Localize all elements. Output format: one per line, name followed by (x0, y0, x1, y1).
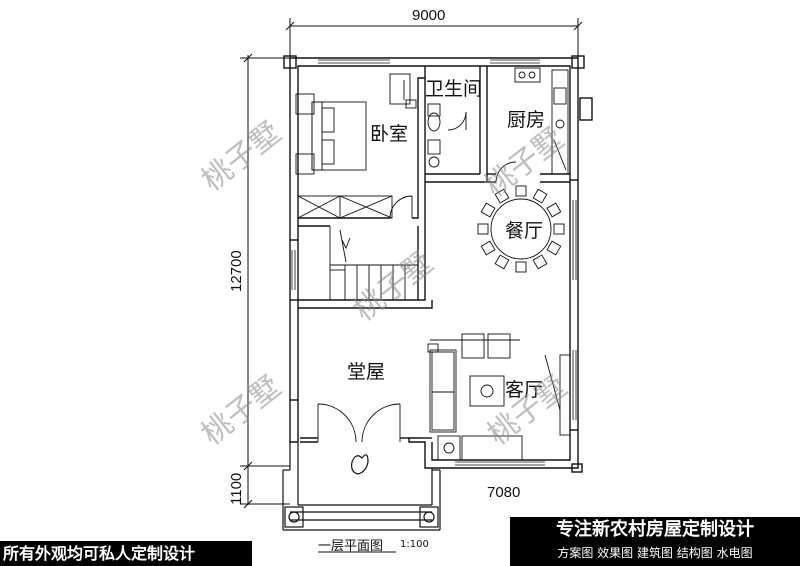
entrance-doors (317, 403, 401, 443)
dining-chair (494, 188, 510, 204)
bathroom-fixtures (427, 103, 467, 168)
dining-chair (515, 261, 527, 273)
dining-chair (546, 240, 562, 256)
dining-table (477, 185, 565, 273)
room-label-kitchen: 厨房 (507, 109, 545, 131)
room-label-dining: 餐厅 (505, 220, 543, 242)
room-label-hall: 堂屋 (347, 361, 385, 383)
living-furniture (427, 333, 571, 461)
plan-scale: 1:100 (400, 539, 429, 550)
porch (282, 442, 441, 531)
dimension-porch-left: 1100 (228, 473, 245, 505)
watermark-4: 桃子墅 (195, 369, 287, 452)
bedroom-furniture (295, 73, 417, 219)
watermark-1: 桃子墅 (195, 115, 287, 198)
dining-chair (546, 202, 562, 218)
watermark-2: 桃子墅 (478, 121, 570, 204)
staircase (329, 226, 418, 300)
dining-chair (477, 223, 489, 235)
promo-banner-left: 所有外观均可私人定制设计 (0, 541, 252, 566)
dimension-height-left: 12700 (228, 250, 245, 292)
promo-subtitle: 方案图 效果图 建筑图 结构图 水电图 (557, 546, 753, 560)
windows (291, 59, 577, 466)
dimension-lines (240, 18, 583, 509)
dimension-width-bottom: 7080 (487, 484, 520, 501)
room-label-bathroom: 卫生间 (425, 78, 482, 100)
dining-chair (480, 202, 496, 218)
dining-chair (532, 254, 548, 270)
exterior-walls (283, 55, 593, 473)
dining-chair (532, 188, 548, 204)
dining-chair (494, 254, 510, 270)
dining-chair (553, 223, 565, 235)
plan-title: 一层平面图 (318, 539, 384, 554)
kitchen-fixtures (495, 67, 569, 183)
dimension-width-top: 9000 (412, 7, 445, 24)
promo-title: 专注新农村房屋定制设计 (556, 519, 754, 540)
room-label-living: 客厅 (505, 379, 543, 401)
room-label-bedroom: 卧室 (370, 123, 408, 145)
promo-banner-right: 专注新农村房屋定制设计 方案图 效果图 建筑图 结构图 水电图 (510, 517, 800, 566)
watermark-3: 桃子墅 (347, 245, 439, 328)
dining-chair (480, 240, 496, 256)
interior-walls (298, 66, 570, 439)
dining-chair (515, 185, 527, 197)
